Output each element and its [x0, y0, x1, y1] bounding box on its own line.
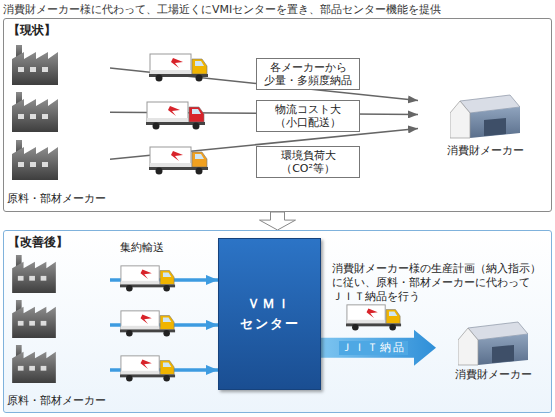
warehouse-icon	[450, 95, 520, 138]
node-label: 原料・部材メーカー	[2, 191, 110, 206]
panel-heading: 【現状】	[8, 22, 56, 39]
panel-heading: 【改善後】	[8, 234, 68, 251]
factory-icon	[12, 45, 58, 85]
truck-icon	[346, 305, 401, 331]
diagram-title: 消費財メーカー様に代わって、工場近くにVMIセンターを置き、部品センター機能を提…	[3, 2, 441, 17]
consumer-maker: 消費財メーカー	[436, 318, 550, 384]
supplier-group: 原料・部材メーカー	[2, 252, 110, 410]
node-label: 消費財メーカー	[436, 367, 550, 382]
truck-icon	[149, 54, 208, 82]
node-label: 消費財メーカー	[418, 143, 552, 158]
transition-arrow	[260, 212, 296, 230]
callout-text: 物流コスト大 （小口配送）	[261, 103, 355, 129]
consumer-maker: 消費財メーカー	[418, 90, 552, 160]
truck-icon	[120, 311, 175, 337]
vmi-text: ＶＭＩ センター	[228, 294, 312, 334]
factory-icon	[12, 140, 58, 180]
panel-frame: 【改善後】原料・部材メーカー ＶＭＩ センター消費財メーカー	[3, 230, 552, 413]
truck-icon	[146, 102, 205, 130]
truck-icon	[149, 147, 208, 175]
vmi-center: ＶＭＩ センター	[218, 238, 321, 390]
node-label: 原料・部材メーカー	[2, 393, 110, 408]
callout-text: 各メーカーから 少量・多頻度納品	[261, 61, 355, 87]
callout-box: 環境負荷大 （CO²等）	[256, 146, 360, 178]
warehouse-icon	[458, 322, 528, 365]
factory-icon	[12, 92, 58, 132]
panel-frame: 【現状】原料・部材メーカー 各メーカーから 少量・多頻度納品物流コスト大 （小口配…	[3, 18, 552, 212]
description-note: 消費財メーカー様の生産計画（納入指示）に従い、原料・部材メーカーに代わって ＪＩ…	[332, 262, 544, 304]
truck-icon	[120, 356, 175, 382]
factory-icon	[12, 255, 56, 293]
callout-text: 環境負荷大 （CO²等）	[261, 149, 355, 175]
truck-icon	[120, 266, 175, 292]
supplier-group: 原料・部材メーカー	[2, 40, 110, 208]
panel-ground	[4, 231, 551, 412]
callout-box: 各メーカーから 少量・多頻度納品	[256, 58, 360, 90]
delivery-arrow	[321, 330, 436, 366]
callout-box: 物流コスト大 （小口配送）	[256, 100, 360, 132]
factory-icon	[12, 345, 56, 383]
edge-label: ＪＩＴ納品	[339, 341, 408, 355]
factory-icon	[12, 300, 56, 338]
transport-note: 集約輸送	[120, 241, 210, 255]
